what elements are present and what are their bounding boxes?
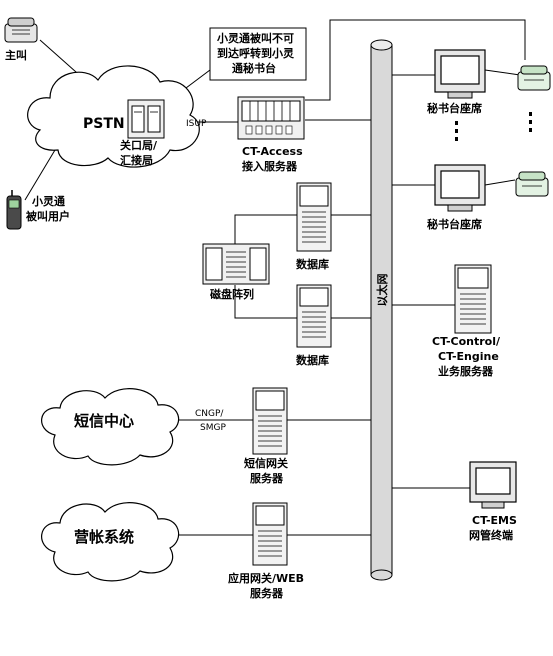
ems-terminal-label-1: CT-EMS — [472, 514, 517, 527]
business-server-icon — [454, 264, 492, 334]
billing-system-label: 营帐系统 — [74, 528, 134, 546]
database-server-icon — [296, 284, 332, 348]
disk-array-icon — [202, 243, 270, 285]
business-server-label-3: 业务服务器 — [438, 364, 494, 378]
secretary-monitor-icon — [434, 164, 486, 212]
database-server-icon — [296, 182, 332, 252]
app-gateway-label-2: 服务器 — [250, 586, 284, 600]
database-1-label: 数据库 — [296, 257, 329, 271]
sms-protocol-label-2: SMGP — [200, 423, 226, 433]
caller-label: 主叫 — [5, 48, 27, 62]
seat-phone-icon — [517, 65, 551, 91]
sms-gateway-label-2: 服务器 — [250, 471, 284, 485]
connector-lines — [24, 19, 526, 536]
pstn-cloud: PSTN — [27, 65, 200, 168]
ethernet-label: 以太网 — [375, 274, 389, 307]
ems-monitor-icon — [469, 461, 517, 509]
app-gateway-label-1: 应用网关/WEB — [228, 571, 304, 585]
sms-center-label: 短信中心 — [74, 412, 134, 430]
ems-terminal-label-2: 网管终端 — [469, 528, 513, 542]
ellipsis-dots-icon — [455, 121, 458, 141]
app-gateway-server-icon — [252, 502, 288, 566]
access-server-label-1: CT-Access — [242, 145, 303, 158]
callee-user-label-2: 被叫用户 — [26, 209, 70, 223]
sms-center-cloud: 短信中心 — [41, 388, 180, 466]
business-server-label-2: CT-Engine — [438, 350, 499, 363]
business-server-label-1: CT-Control/ — [432, 335, 501, 348]
note-box: 小灵通被叫不可 到达呼转到小灵 通秘书台 — [209, 27, 307, 81]
gateway-office-label-1: 关口局/ — [120, 138, 158, 152]
disk-array-label: 磁盘阵列 — [210, 287, 254, 301]
access-server-icon — [237, 96, 305, 140]
isup-label: ISUP — [186, 119, 207, 129]
secretary-seat-2-label: 秘书台座席 — [427, 217, 482, 231]
secretary-monitor-icon — [434, 49, 486, 99]
sms-gateway-server-icon — [252, 387, 288, 455]
gateway-office-icon — [127, 99, 165, 139]
mobile-phone-icon — [6, 190, 22, 230]
database-2-label: 数据库 — [296, 353, 329, 367]
pstn-label: PSTN — [83, 116, 125, 132]
caller-phone-icon — [4, 17, 38, 43]
gateway-office-label-2: 汇接局 — [120, 153, 153, 167]
callee-user-label-1: 小灵通 — [31, 194, 65, 208]
note-line-2: 到达呼转到小灵 — [217, 46, 295, 60]
seat-phone-icon — [515, 171, 549, 197]
ethernet-bus: 以太网 — [370, 39, 393, 581]
sms-gateway-label-1: 短信网关 — [244, 456, 288, 470]
ellipsis-dots-icon — [529, 112, 532, 132]
secretary-seat-1-label: 秘书台座席 — [427, 101, 482, 115]
note-line-1: 小灵通被叫不可 — [216, 31, 294, 45]
access-server-label-2: 接入服务器 — [242, 159, 298, 173]
sms-protocol-label-1: CNGP/ — [195, 409, 224, 419]
note-line-3: 通秘书台 — [232, 61, 276, 75]
billing-system-cloud: 营帐系统 — [41, 502, 180, 582]
